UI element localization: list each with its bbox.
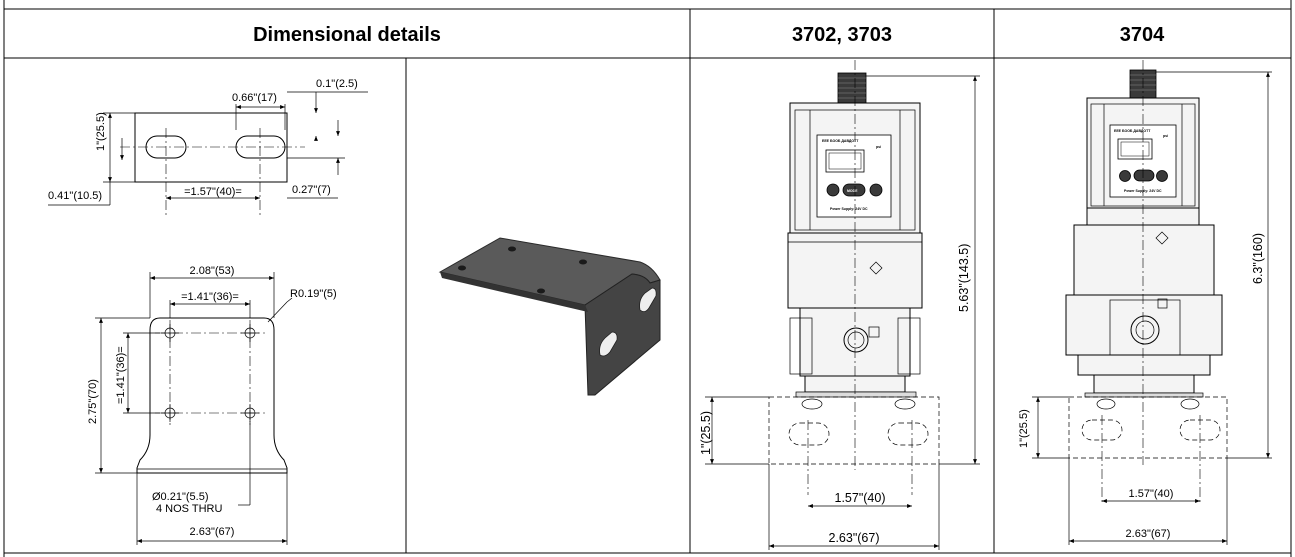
model-3704-drawing: ЕЕЕ БООБ ДАВДОТТ psi Power Supply: 24V D… [1018, 60, 1272, 545]
brand-label-3704: ЕЕЕ БООБ ДАВДОТТ [1114, 129, 1151, 133]
dim-bracket-height-3702: 1"(25.5) [699, 411, 713, 455]
dim-bottom-width: 2.63"(67) [190, 526, 235, 538]
dim-side-height: 1"(25.5) [95, 112, 107, 151]
dim-width-3704: 2.63"(67) [1126, 528, 1171, 540]
dim-bracket-height-3704: 1"(25.5) [1018, 409, 1030, 448]
dim-hole-note: 4 NOS THRU [156, 503, 222, 515]
bracket-outline-3702 [768, 396, 940, 465]
dim-left-margin: 0.41"(10.5) [48, 190, 102, 202]
display-screen-3704 [1117, 138, 1153, 160]
header-model-3704: 3704 [1120, 24, 1165, 46]
control-panel-3702 [816, 134, 892, 218]
dim-width-3702: 2.63"(67) [829, 531, 880, 545]
dim-overall-height: 2.75"(70) [87, 379, 99, 424]
dim-top-width: 2.08"(53) [190, 265, 235, 277]
display-screen-3702 [825, 149, 865, 173]
dim-hole-pitch-y: =1.41"(36)= [115, 346, 127, 404]
middle-body-3704 [1073, 224, 1215, 296]
port-3702 [843, 327, 869, 353]
dim-corner-radius: R0.19"(5) [290, 288, 337, 300]
dim-hole-pitch-x: =1.41"(36)= [181, 291, 239, 303]
mode-label-3702: MODE [847, 189, 858, 193]
dim-slot-pitch-3704: 1.57"(40) [1129, 488, 1174, 500]
header-model-3702-3703: 3702, 3703 [792, 24, 892, 46]
up-button-3704 [1119, 170, 1131, 182]
down-button-3704 [1156, 170, 1168, 182]
dim-slot-pitch-3702: 1.57"(40) [835, 491, 886, 505]
dim-hole-dia: Ø0.21"(5.5) [152, 491, 209, 503]
bracket-slot-upper [639, 287, 657, 312]
dim-slot-pitch: =1.57"(40)= [184, 186, 242, 198]
unit-label-3702: psi [876, 145, 881, 149]
dim-bottom-offset: 0.27"(7) [292, 184, 331, 196]
bracket-outline-3704 [1068, 396, 1228, 459]
dim-top-offset: 0.1"(2.5) [316, 78, 358, 90]
up-button-3702 [826, 183, 840, 197]
bracket-plan-view: 2.08"(53) =1.41"(36)= R0.19"(5) 2.75"(70… [87, 265, 337, 545]
bracket-side-view: 1"(25.5) 0.41"(10.5) =1.57"(40)= 0.66"(1… [48, 78, 368, 215]
bracket-plan-outline [136, 317, 288, 474]
lower-body-3704 [1065, 294, 1223, 356]
dim-total-height-3702: 5.63"(143.5) [957, 244, 971, 312]
table-grid [3, 0, 1292, 557]
bracket-photo [438, 237, 661, 396]
dim-total-height-3704: 6.3"(160) [1251, 233, 1265, 284]
model-3702-drawing: ЕЕЕ БООБ ДАВДОТТ psi MODE Power Supply: … [699, 60, 980, 550]
bracket-slot-lower [599, 331, 618, 357]
dim-slot-length: 0.66"(17) [232, 92, 277, 104]
power-label-3702: Power Supply: 24V DC [830, 207, 868, 211]
header-dimensional-details: Dimensional details [253, 24, 441, 46]
unit-label-3704: psi [1163, 134, 1168, 138]
mode-button-3702 [842, 183, 866, 197]
port-3704 [1130, 315, 1160, 345]
brand-label-3702: ЕЕЕ БООБ ДАВДОТТ [822, 139, 859, 143]
mode-button-3704 [1133, 169, 1155, 182]
down-button-3702 [869, 183, 883, 197]
bracket-side-outline [134, 112, 288, 183]
